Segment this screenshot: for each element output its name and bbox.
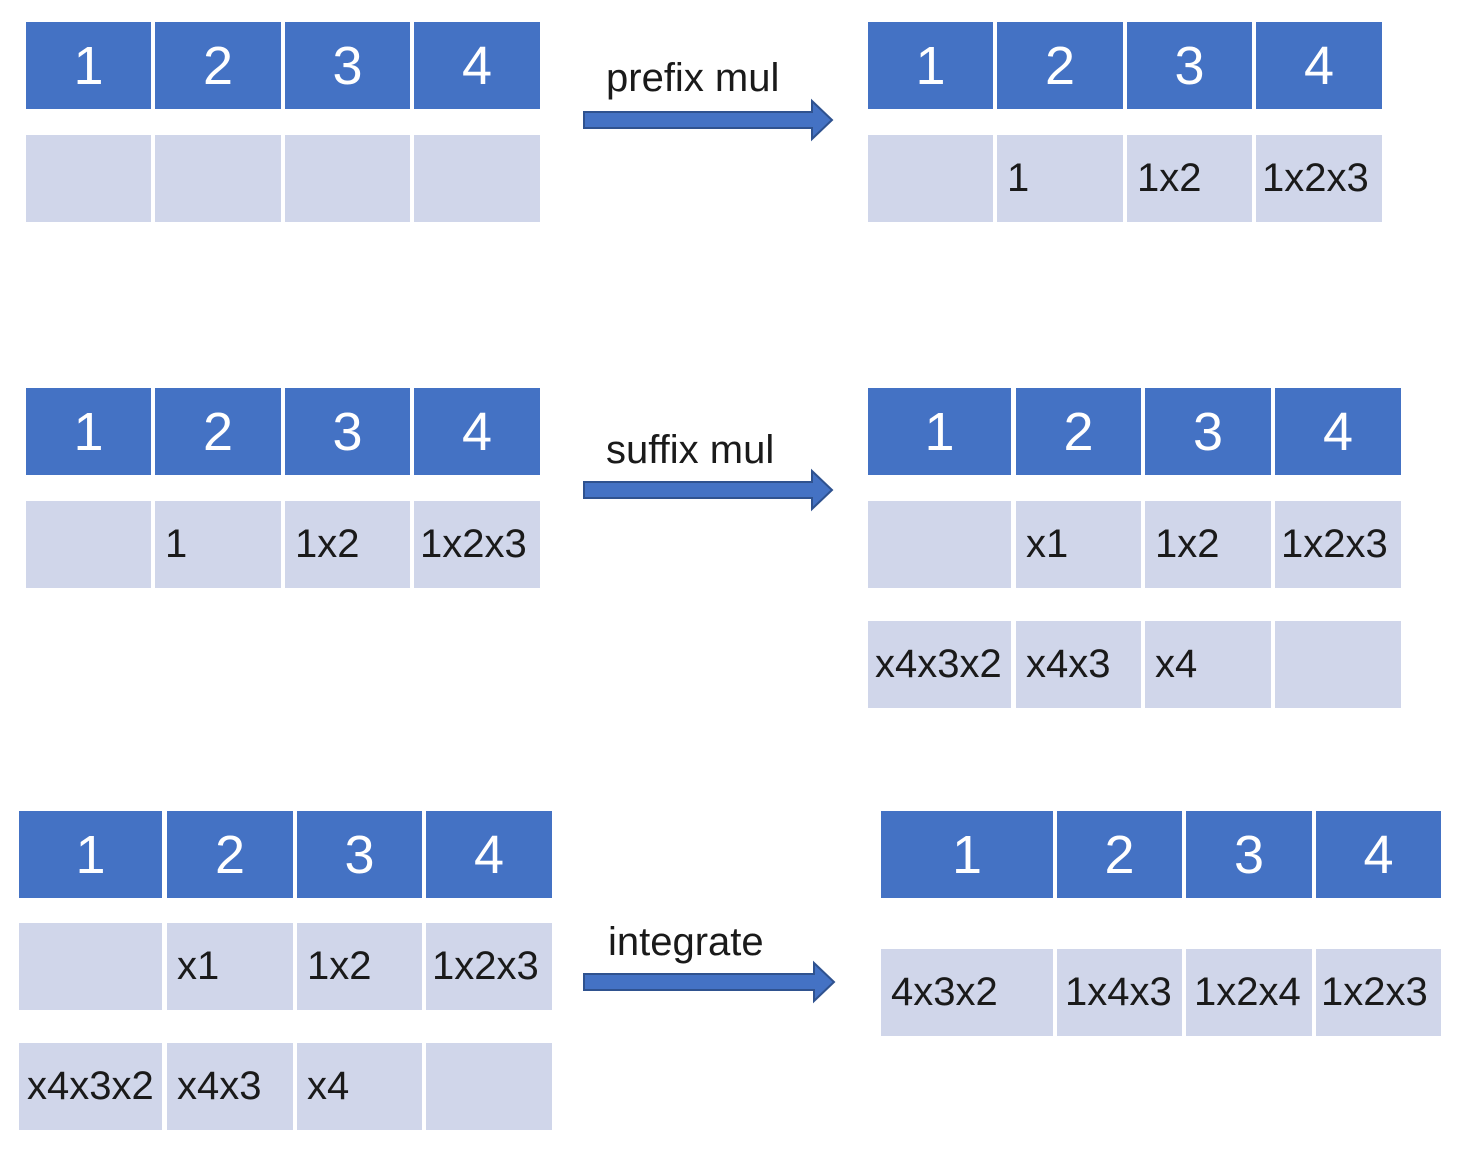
value-cell: 1x2 (285, 501, 410, 588)
value-cell (19, 923, 162, 1010)
header-cell: 4 (414, 388, 540, 475)
value-cell: 1x2x4 (1186, 949, 1312, 1036)
header-cell: 2 (155, 22, 281, 109)
value-cell (868, 501, 1011, 588)
value-cell: 1x2 (1127, 135, 1252, 222)
value-cell: x1 (167, 923, 293, 1010)
value-cell: x1 (1016, 501, 1141, 588)
value-cell (414, 135, 540, 222)
header-cell: 4 (1256, 22, 1382, 109)
value-cell: 1x4x3 (1057, 949, 1182, 1036)
value-cell: 1 (997, 135, 1123, 222)
operation-label: prefix mul (606, 56, 780, 100)
header-cell: 3 (297, 811, 422, 898)
value-cell: 1x2 (297, 923, 422, 1010)
right-arrow-icon (583, 98, 834, 142)
value-cell: 1x2x3 (1275, 501, 1401, 588)
value-cell: x4x3 (167, 1043, 293, 1130)
value-cell: x4 (1145, 621, 1271, 708)
value-cell (285, 135, 410, 222)
header-cell: 3 (1186, 811, 1312, 898)
header-cell: 2 (1016, 388, 1141, 475)
header-cell: 1 (19, 811, 162, 898)
value-cell: 1x2x3 (1256, 135, 1382, 222)
header-cell: 4 (426, 811, 552, 898)
value-cell: 4x3x2 (881, 949, 1053, 1036)
header-cell: 3 (285, 22, 410, 109)
header-cell: 2 (1057, 811, 1182, 898)
header-cell: 1 (868, 388, 1011, 475)
value-cell: 1x2x3 (414, 501, 540, 588)
header-cell: 1 (881, 811, 1053, 898)
value-cell: 1 (155, 501, 281, 588)
value-cell: 1x2x3 (1316, 949, 1441, 1036)
right-arrow-icon (583, 468, 834, 512)
value-cell: 1x2x3 (426, 923, 552, 1010)
header-cell: 4 (1275, 388, 1401, 475)
header-cell: 3 (1145, 388, 1271, 475)
header-cell: 1 (26, 388, 151, 475)
header-cell: 2 (167, 811, 293, 898)
value-cell (426, 1043, 552, 1130)
value-cell (26, 135, 151, 222)
value-cell (868, 135, 993, 222)
value-cell (26, 501, 151, 588)
value-cell: x4x3 (1016, 621, 1141, 708)
operation-label: integrate (608, 920, 764, 964)
header-cell: 4 (1316, 811, 1441, 898)
header-cell: 3 (1127, 22, 1252, 109)
header-cell: 4 (414, 22, 540, 109)
value-cell: x4x3x2 (868, 621, 1011, 708)
value-cell (1275, 621, 1401, 708)
header-cell: 3 (285, 388, 410, 475)
value-cell (155, 135, 281, 222)
header-cell: 1 (868, 22, 993, 109)
value-cell: 1x2 (1145, 501, 1271, 588)
value-cell: x4x3x2 (19, 1043, 162, 1130)
header-cell: 2 (997, 22, 1123, 109)
header-cell: 1 (26, 22, 151, 109)
operation-label: suffix mul (606, 428, 775, 472)
value-cell: x4 (297, 1043, 422, 1130)
header-cell: 2 (155, 388, 281, 475)
right-arrow-icon (583, 960, 836, 1004)
